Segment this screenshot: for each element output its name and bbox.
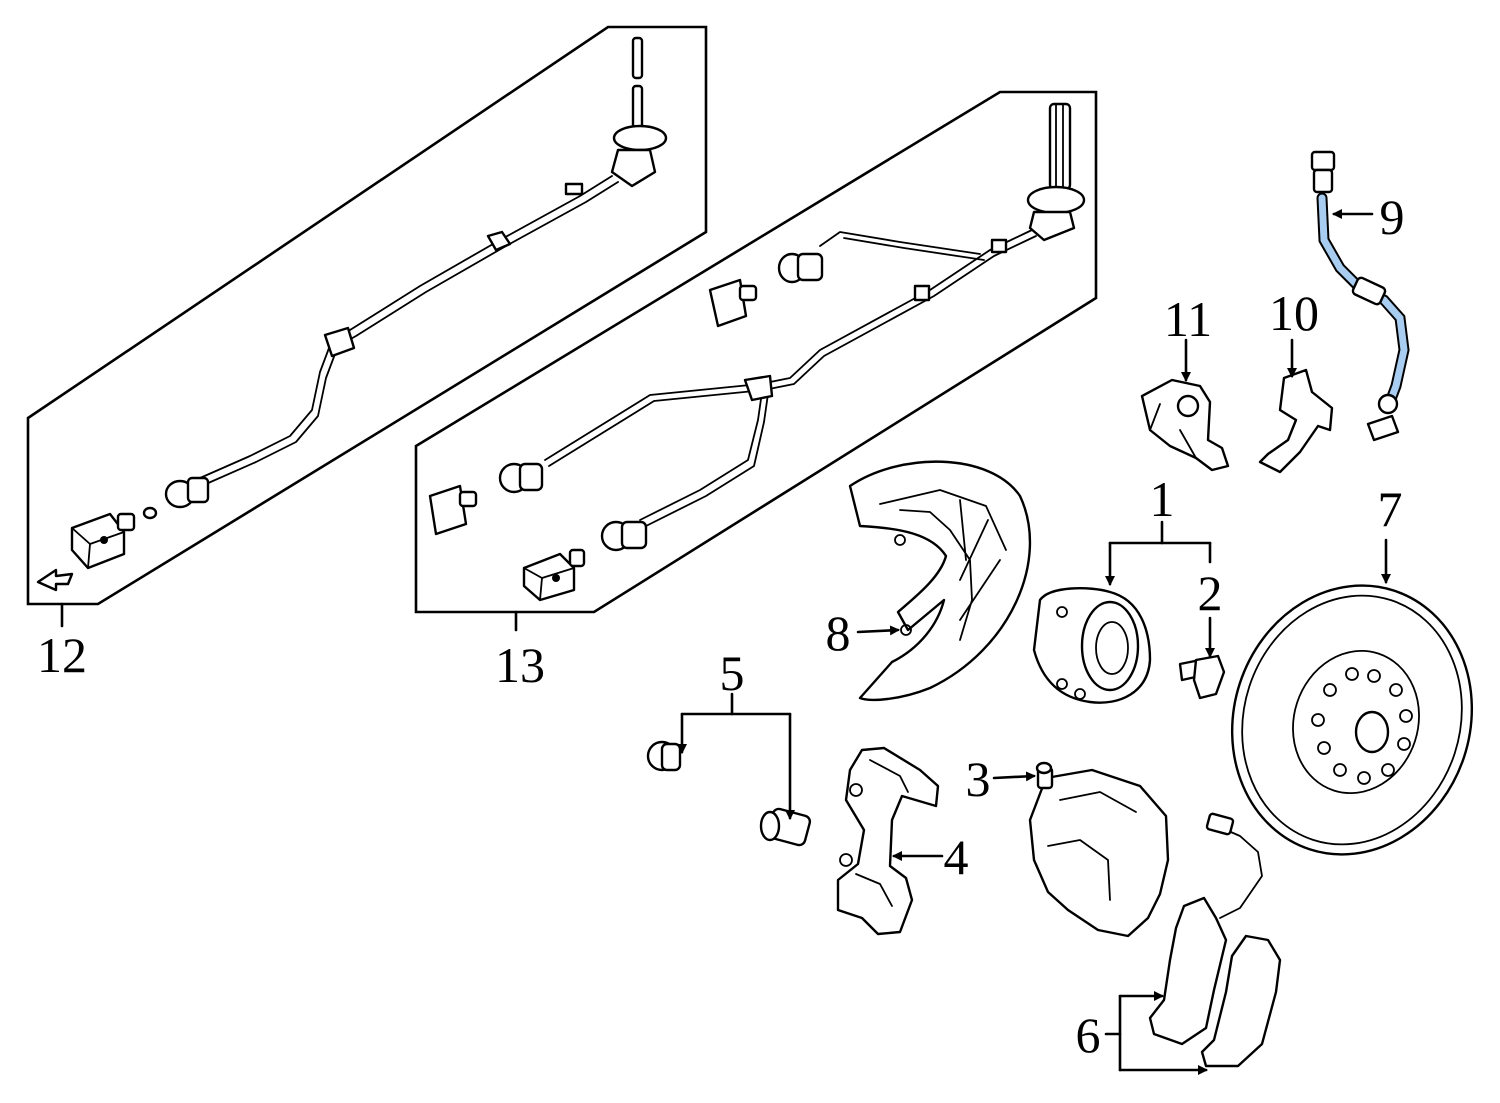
callout-13: 13 [495, 637, 545, 693]
brake-rotor-part[interactable] [1198, 554, 1500, 886]
callout-9: 9 [1380, 189, 1405, 245]
brake-hose-part[interactable] [1310, 150, 1410, 442]
callout-leaders [677, 209, 1391, 1075]
brake-pads-part[interactable] [1148, 812, 1282, 1068]
brake-caliper-part[interactable] [1028, 761, 1170, 938]
speed-sensor-part[interactable] [1140, 378, 1230, 472]
guide-pin-kit-part[interactable] [646, 740, 812, 847]
hub-bolt-part[interactable] [1178, 654, 1226, 700]
callout-12: 12 [37, 627, 87, 683]
callout-1: 1 [1150, 471, 1175, 527]
splash-shield-part[interactable] [848, 460, 1032, 702]
wheel-hub-part[interactable] [1032, 587, 1152, 704]
callout-11: 11 [1164, 291, 1212, 347]
bracket-part[interactable] [1258, 368, 1334, 474]
callout-5: 5 [720, 645, 745, 701]
sensor-kit-12-panel[interactable] [26, 25, 708, 606]
callout-4: 4 [944, 829, 969, 885]
kit-arrow-icon [36, 568, 74, 592]
callout-3: 3 [966, 751, 991, 807]
callout-6: 6 [1076, 1007, 1101, 1063]
callout-8: 8 [826, 605, 851, 661]
callout-2: 2 [1198, 565, 1223, 621]
sensor-kit-13-panel[interactable] [414, 90, 1098, 614]
caliper-bracket-part[interactable] [836, 746, 940, 936]
callout-10: 10 [1269, 285, 1319, 341]
callout-7: 7 [1378, 481, 1403, 537]
